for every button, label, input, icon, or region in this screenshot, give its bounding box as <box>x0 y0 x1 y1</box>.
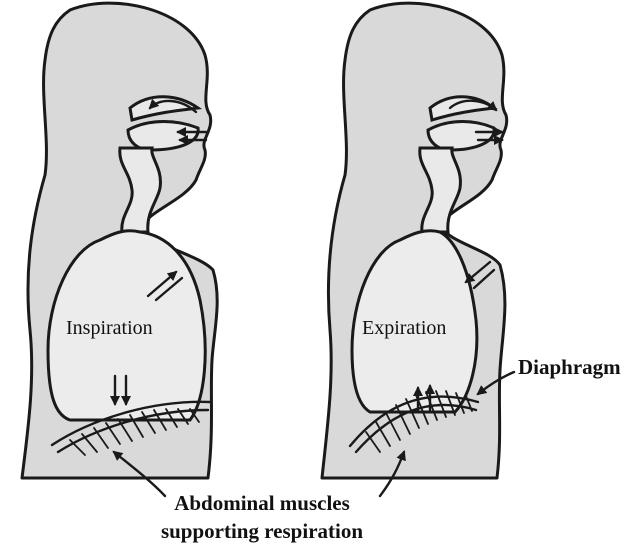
diaphragm-label: Diaphragm <box>518 355 621 379</box>
expiration-figure: Expiration <box>322 3 507 478</box>
inspiration-label: Inspiration <box>66 317 153 339</box>
expiration-label: Expiration <box>362 317 446 339</box>
inspiration-figure: Inspiration <box>22 3 217 478</box>
abdominal-label-line2: supporting respiration <box>161 519 363 543</box>
abdominal-label-line1: Abdominal muscles <box>174 491 350 515</box>
